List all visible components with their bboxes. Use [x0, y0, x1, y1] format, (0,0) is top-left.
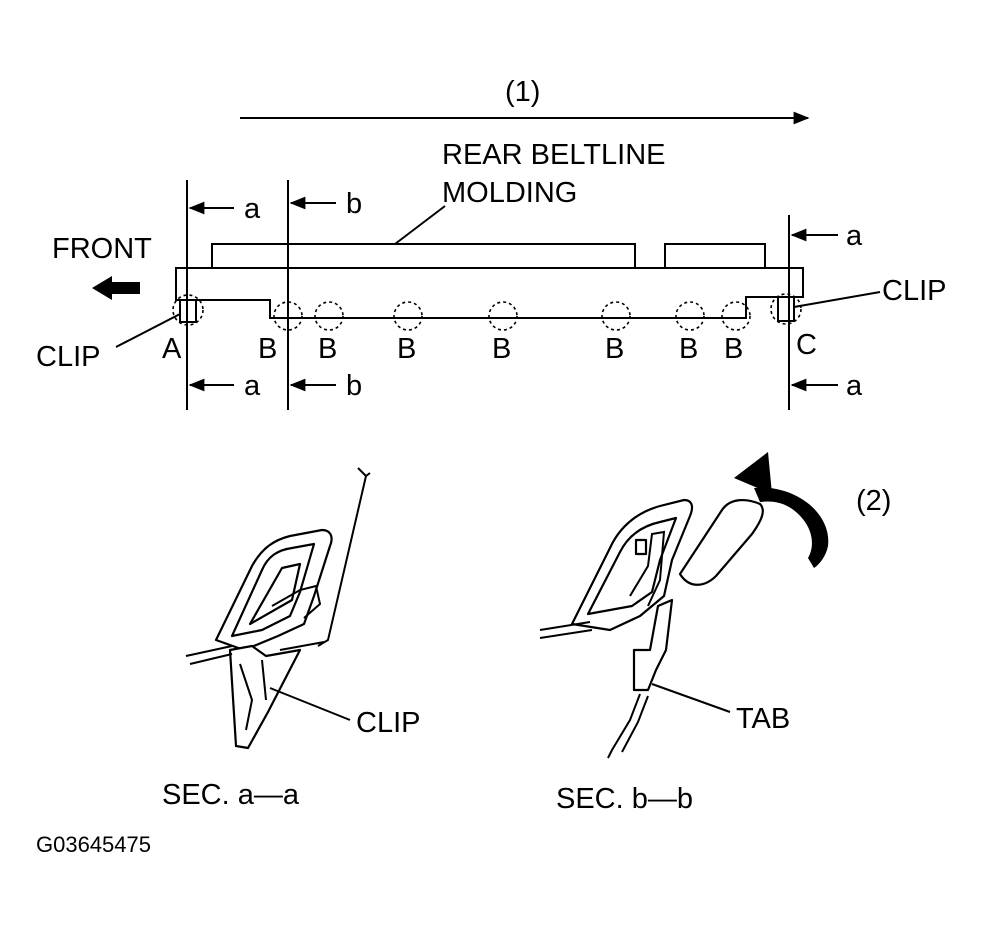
section-marker-a-top-left: a — [188, 193, 261, 225]
clip-label-b: B — [605, 333, 624, 365]
part-name-line1: REAR BELTLINE — [442, 139, 665, 171]
molding-top-view — [175, 243, 804, 323]
clip-label-b: B — [724, 333, 743, 365]
section-marker-a-bottom-right: a — [790, 370, 863, 402]
section-marker-b-bottom: b — [289, 370, 362, 402]
svg-text:a: a — [846, 220, 863, 252]
front-label: FRONT — [52, 233, 152, 265]
figure-code: G03645475 — [36, 832, 151, 857]
svg-text:a: a — [846, 370, 863, 402]
section-a-clip-leader — [269, 687, 351, 721]
clip-markers — [172, 293, 802, 331]
clip-label-b: B — [492, 333, 511, 365]
svg-text:b: b — [346, 370, 362, 402]
clip-position-labels: A B B B B B B B C — [162, 329, 817, 365]
clip-right-leader — [793, 291, 881, 308]
section-marker-a-top-right: a — [790, 220, 863, 252]
section-marker-a-bottom-left: a — [188, 370, 261, 402]
clip-label-b: B — [318, 333, 337, 365]
section-marker-b-top: b — [289, 188, 362, 220]
clip-left-label: CLIP — [36, 341, 100, 373]
part-name-line2: MOLDING — [442, 177, 577, 209]
step-2-label: (2) — [856, 485, 891, 517]
section-b-title: SEC. b—b — [556, 783, 693, 815]
section-a-a-drawing — [185, 467, 371, 750]
tab-label: TAB — [736, 703, 790, 735]
direction-arrow-1: (1) — [240, 76, 810, 125]
step-1-label: (1) — [505, 76, 540, 108]
part-name-leader — [394, 205, 446, 245]
svg-text:b: b — [346, 188, 362, 220]
section-a-title: SEC. a—a — [162, 779, 300, 811]
section-lines — [186, 180, 790, 410]
clip-label-b: B — [679, 333, 698, 365]
clip-right-label: CLIP — [882, 275, 946, 307]
rotation-arrow-2: (2) — [734, 452, 891, 568]
front-arrow-icon — [92, 276, 140, 300]
clip-label-c: C — [796, 329, 817, 361]
svg-text:a: a — [244, 370, 261, 402]
clip-label-a: A — [162, 333, 182, 365]
svg-text:a: a — [244, 193, 261, 225]
clip-label-b: B — [258, 333, 277, 365]
tab-leader — [651, 683, 731, 713]
section-a-clip-label: CLIP — [356, 707, 420, 739]
clip-label-b: B — [397, 333, 416, 365]
section-b-b-drawing — [539, 498, 764, 759]
clip-left-leader — [115, 313, 181, 348]
